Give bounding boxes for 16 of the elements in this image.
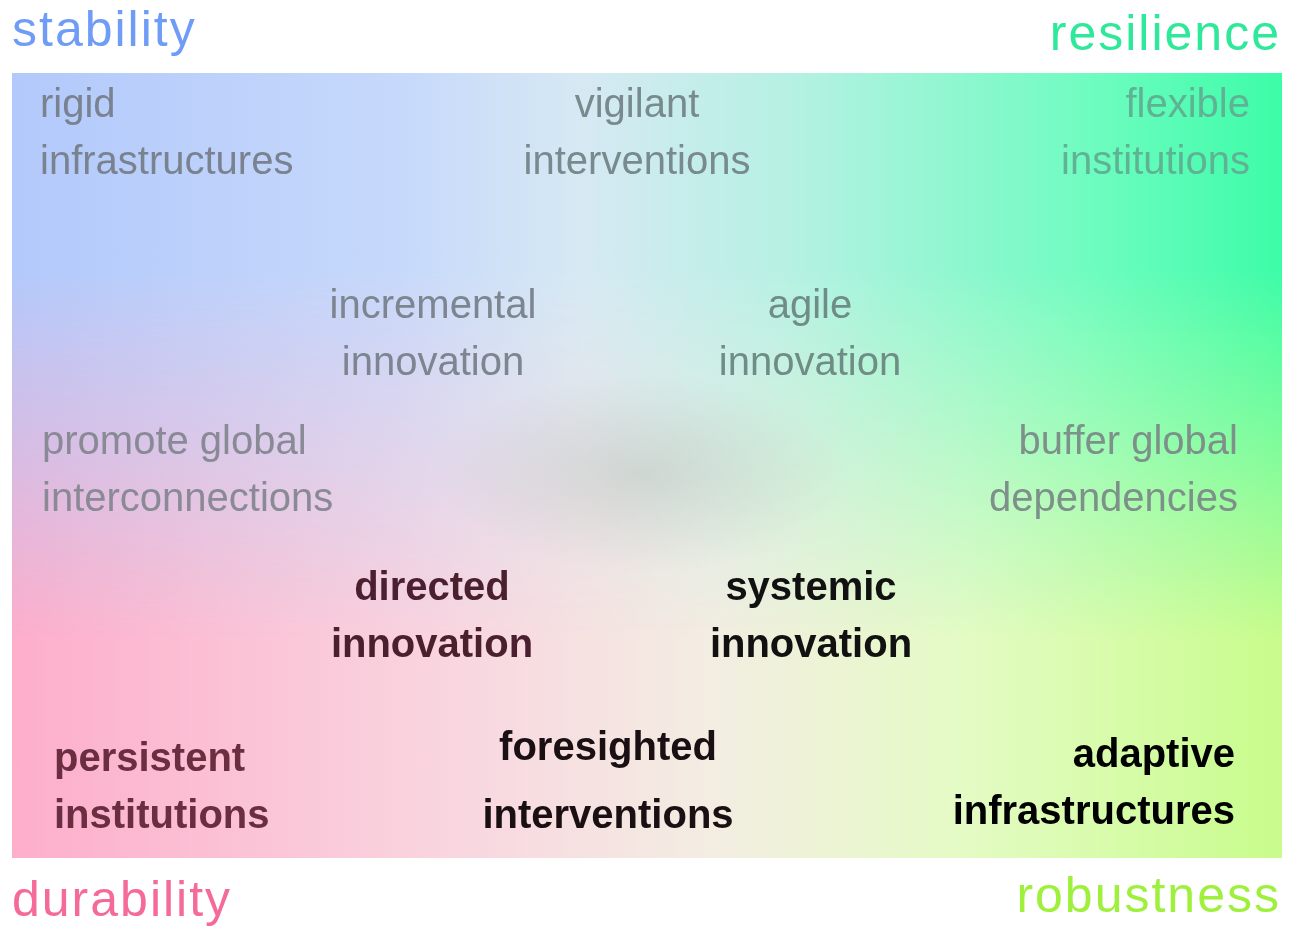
quadrant-label: buffer global dependencies <box>987 417 1238 521</box>
corner-label: robustness <box>1016 866 1281 924</box>
corner-label: resilience <box>1049 4 1281 62</box>
quadrant-label: vigilant interventions <box>522 80 752 184</box>
quadrant-label: persistent institutions <box>54 734 271 838</box>
quadrant-label: adaptive infrastructures <box>951 730 1235 834</box>
quadrant-label: rigid infrastructures <box>40 80 295 184</box>
quadrant-label: flexible institutions <box>1060 80 1250 184</box>
corner-label: stability <box>12 0 197 58</box>
quadrant-label: incremental innovation <box>328 281 538 385</box>
quadrant-label: foresighted interventions <box>481 723 735 838</box>
corner-label: durability <box>12 870 233 926</box>
quadrant-label: systemic innovation <box>708 563 914 667</box>
quadrant-label: agile innovation <box>717 281 903 385</box>
quadrant-label: directed innovation <box>329 563 535 667</box>
quadrant-label: promote global interconnections <box>42 417 335 521</box>
